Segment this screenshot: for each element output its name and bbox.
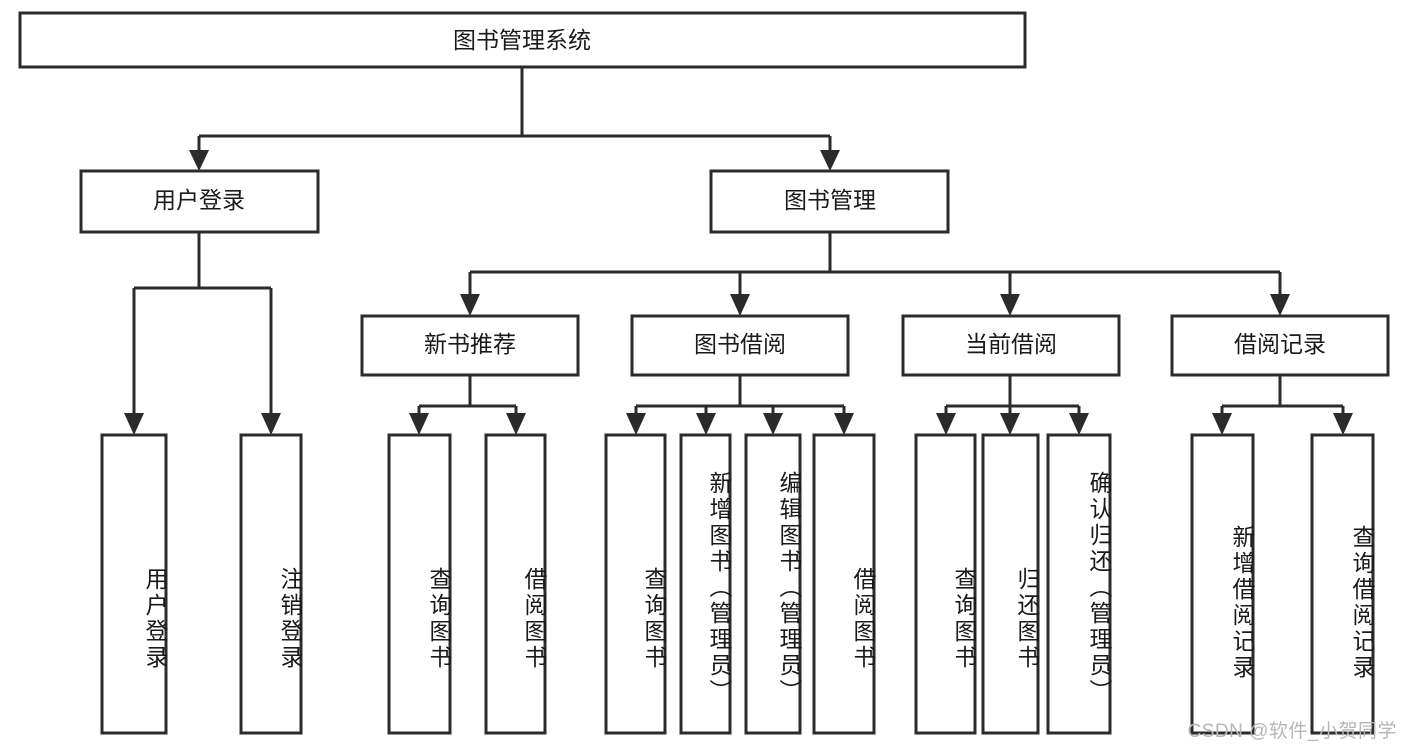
arrowhead-to-leaf-return-book xyxy=(1000,413,1020,435)
node-leaf-add-record-box[interactable] xyxy=(1190,433,1255,735)
connector-layer xyxy=(124,67,1353,435)
node-borrow-records-label: 借阅记录 xyxy=(1234,331,1326,357)
node-leaf-confirm-return-box[interactable] xyxy=(1046,433,1112,735)
node-borrow-records-box[interactable] xyxy=(1170,314,1390,377)
arrowhead-to-current-borrow xyxy=(1000,294,1020,316)
connector-book-borrow-trunk xyxy=(634,375,846,418)
node-user-login-box[interactable] xyxy=(79,169,320,234)
arrowhead-to-leaf-query-book-3 xyxy=(936,413,956,435)
node-book-management-box[interactable] xyxy=(709,169,950,234)
node-new-book-recommend-label: 新书推荐 xyxy=(424,331,516,357)
arrowhead-to-leaf-borrow-book-2 xyxy=(834,413,854,435)
node-leaf-query-book-1-box[interactable] xyxy=(387,433,452,735)
node-book-management-label: 图书管理 xyxy=(784,187,876,213)
node-book-borrow-box[interactable] xyxy=(630,314,850,377)
arrowhead-to-leaf-query-book-2 xyxy=(626,413,646,435)
arrowhead-to-user-login xyxy=(189,150,209,171)
connector-new-book-recommend-trunk xyxy=(417,375,518,418)
connector-book-management-trunk xyxy=(468,232,1282,299)
node-root-box[interactable] xyxy=(18,11,1027,69)
node-leaf-borrow-book-2-box[interactable] xyxy=(812,433,876,735)
node-leaf-query-book-2-box[interactable] xyxy=(604,433,667,735)
arrowhead-to-leaf-query-book-1 xyxy=(409,413,429,435)
arrowhead-to-leaf-add-record xyxy=(1212,413,1232,435)
arrowhead-to-leaf-user-login xyxy=(124,413,144,435)
node-current-borrow-label: 当前借阅 xyxy=(965,331,1057,357)
connector-current-borrow-trunk xyxy=(944,375,1081,418)
node-leaf-return-book-box[interactable] xyxy=(981,433,1040,735)
connector-user-login-trunk xyxy=(132,232,273,418)
arrowhead-to-leaf-confirm-return xyxy=(1069,413,1089,435)
node-leaf-logout-box[interactable] xyxy=(239,433,303,735)
csdn-watermark: CSDN @软件_小贺同学 xyxy=(1187,721,1397,742)
arrowhead-to-book-borrow xyxy=(730,294,750,316)
node-leaf-add-book-box[interactable] xyxy=(679,433,732,735)
node-user-login-label: 用户登录 xyxy=(153,187,245,213)
arrowhead-to-new-book-recommend xyxy=(460,294,480,316)
node-leaf-query-record-box[interactable] xyxy=(1310,433,1375,735)
node-root-label: 图书管理系统 xyxy=(453,27,591,53)
arrowhead-to-leaf-add-book xyxy=(696,413,716,435)
arrowhead-to-leaf-logout xyxy=(261,413,281,435)
arrowhead-to-leaf-query-record xyxy=(1333,413,1353,435)
node-leaf-borrow-book-1-box[interactable] xyxy=(484,433,547,735)
node-book-borrow-label: 图书借阅 xyxy=(694,331,786,357)
connector-borrow-records-trunk xyxy=(1220,375,1345,418)
node-layer: 图书管理系统 用户登录 图书管理 新书推荐 图书借阅 当前借阅 借阅记录 xyxy=(18,11,1390,735)
node-current-borrow-box[interactable] xyxy=(901,314,1121,377)
arrowhead-to-book-management xyxy=(820,150,840,171)
arrowhead-to-leaf-edit-book xyxy=(763,413,783,435)
connector-root-trunk xyxy=(197,67,832,155)
node-new-book-recommend-box[interactable] xyxy=(360,314,580,377)
node-leaf-edit-book-box[interactable] xyxy=(744,433,802,735)
node-leaf-user-login-box[interactable] xyxy=(100,433,168,735)
node-leaf-query-book-3-box[interactable] xyxy=(914,433,977,735)
arrowhead-to-borrow-records xyxy=(1270,294,1290,316)
arrowhead-to-leaf-borrow-book-1 xyxy=(506,413,526,435)
